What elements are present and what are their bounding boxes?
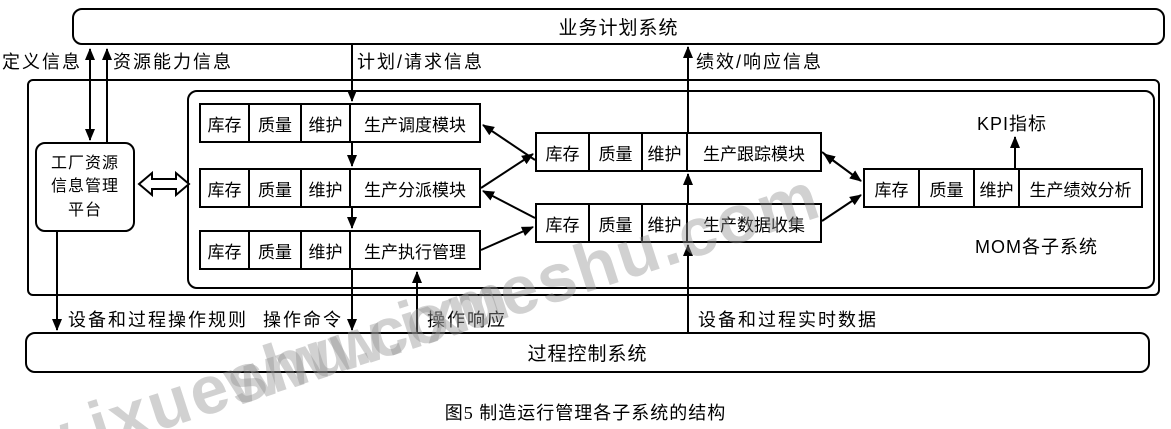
cell-quality: 质量 <box>248 168 302 208</box>
cell-production-performance-analysis: 生产绩效分析 <box>1018 168 1143 208</box>
platform-line-1: 工厂资源 <box>50 155 119 173</box>
business-planning-system-box: 业务计划系统 <box>72 8 1165 45</box>
module-row-production-scheduling: 库存 质量 维护 生产调度模块 <box>199 103 481 143</box>
cell-maintenance: 维护 <box>973 168 1020 208</box>
cell-inventory: 库存 <box>199 168 250 208</box>
cell-quality: 质量 <box>248 230 302 270</box>
label-performance-response-info: 绩效/响应信息 <box>696 52 824 72</box>
cell-maintenance: 维护 <box>300 103 351 143</box>
module-row-production-execution: 库存 质量 维护 生产执行管理 <box>199 230 481 270</box>
cell-inventory: 库存 <box>199 103 250 143</box>
cell-production-execution: 生产执行管理 <box>349 230 481 270</box>
cell-quality: 质量 <box>588 203 643 243</box>
cell-inventory: 库存 <box>535 132 590 172</box>
cell-maintenance: 维护 <box>641 132 688 172</box>
cell-production-dispatching: 生产分派模块 <box>349 168 481 208</box>
label-device-process-rules: 设备和过程操作规则 <box>68 310 248 330</box>
cell-maintenance: 维护 <box>641 203 688 243</box>
label-definition-info: 定义信息 <box>2 52 82 72</box>
cell-inventory: 库存 <box>199 230 250 270</box>
module-row-production-tracking: 库存 质量 维护 生产跟踪模块 <box>535 132 822 172</box>
module-row-production-performance-analysis: 库存 质量 维护 生产绩效分析 <box>863 168 1143 208</box>
platform-line-2: 信息管理 <box>50 178 119 196</box>
platform-line-3: 平台 <box>67 201 102 219</box>
process-control-system-label: 过程控制系统 <box>527 344 648 365</box>
cell-quality: 质量 <box>248 103 302 143</box>
cell-quality: 质量 <box>918 168 975 208</box>
label-device-process-realtime-data: 设备和过程实时数据 <box>698 310 878 330</box>
process-control-system-box: 过程控制系统 <box>25 332 1150 373</box>
module-row-production-data-collection: 库存 质量 维护 生产数据收集 <box>535 203 822 243</box>
business-planning-system-label: 业务计划系统 <box>558 18 679 39</box>
label-operation-command: 操作命令 <box>263 310 343 330</box>
label-plan-request-info: 计划/请求信息 <box>357 52 485 72</box>
module-row-production-dispatching: 库存 质量 维护 生产分派模块 <box>199 168 481 208</box>
cell-production-data-collection: 生产数据收集 <box>686 203 822 243</box>
cell-maintenance: 维护 <box>300 230 351 270</box>
cell-production-tracking: 生产跟踪模块 <box>686 132 822 172</box>
label-resource-capability-info: 资源能力信息 <box>113 52 233 72</box>
cell-maintenance: 维护 <box>300 168 351 208</box>
factory-resource-platform-box: 工厂资源 信息管理 平台 <box>35 142 135 232</box>
figure-caption: 图5 制造运行管理各子系统的结构 <box>444 403 727 423</box>
label-operation-response: 操作响应 <box>427 310 507 330</box>
cell-production-scheduling: 生产调度模块 <box>349 103 481 143</box>
cell-inventory: 库存 <box>535 203 590 243</box>
mom-subsystems-label: MOM各子系统 <box>975 237 1098 257</box>
kpi-indicator-label: KPI指标 <box>977 114 1048 134</box>
cell-inventory: 库存 <box>863 168 920 208</box>
cell-quality: 质量 <box>588 132 643 172</box>
